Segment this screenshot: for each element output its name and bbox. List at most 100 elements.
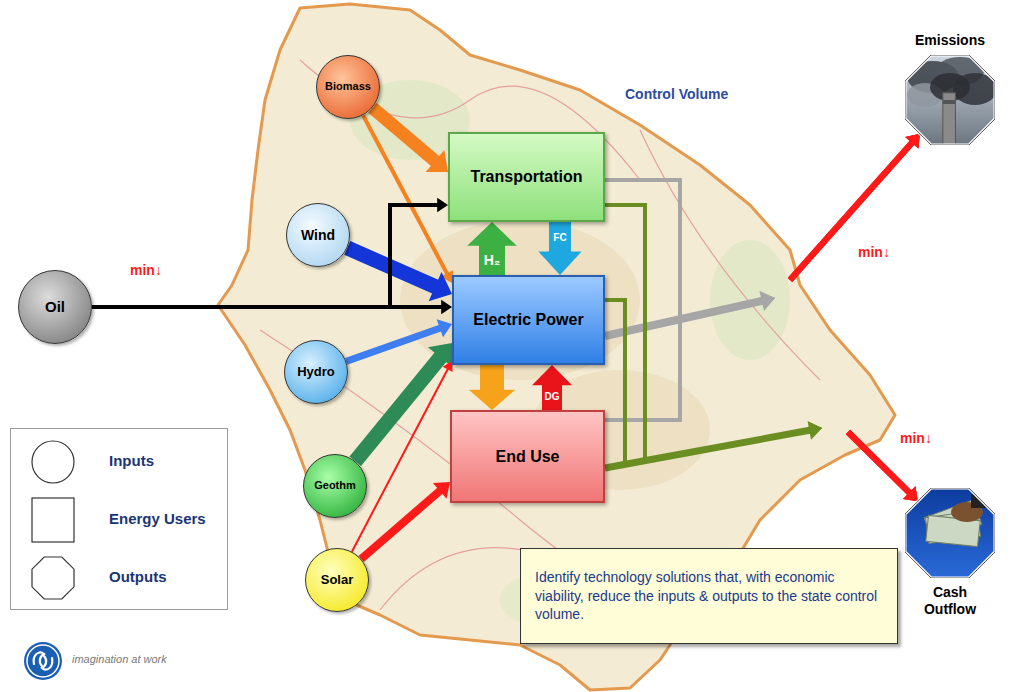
flow-arrow — [605, 421, 918, 501]
flow-arrow — [605, 300, 918, 501]
flow-line — [790, 142, 913, 280]
energy-user-box: End Use — [450, 410, 605, 503]
legend-label: Outputs — [109, 568, 167, 586]
objective-label: min↓ — [900, 430, 932, 447]
legend-shape — [32, 498, 74, 542]
flow-arrow — [605, 134, 920, 420]
company-logo — [22, 640, 64, 682]
legend-row: Energy Users — [11, 493, 227, 547]
input-circle: Oil — [18, 270, 92, 344]
node-label: Geothm — [314, 479, 356, 492]
arrow-head — [433, 482, 450, 499]
logo-ring — [27, 645, 59, 677]
arrow-head — [467, 222, 517, 246]
octagon-outline — [905, 488, 995, 578]
arrow-head — [538, 252, 581, 275]
cash-icon — [905, 488, 995, 578]
node-label: Electric Power — [473, 310, 583, 329]
legend-box: InputsEnergy UsersOutputs — [10, 428, 228, 610]
flow-arrow — [92, 198, 448, 307]
flow-line — [549, 222, 571, 253]
flow-arrow — [372, 108, 448, 172]
output-octagon: Cash Outflow — [895, 488, 1005, 618]
legend-sample — [25, 493, 81, 547]
arrow-head — [808, 421, 822, 440]
arrow-head — [437, 198, 448, 212]
input-circle: Biomass — [316, 55, 380, 119]
edge-label: H₂ — [482, 252, 502, 268]
node-label: Wind — [301, 227, 335, 244]
note-text: Identify technology solutions that, with… — [535, 568, 883, 625]
node-label: Hydro — [297, 364, 335, 380]
node-label: End Use — [495, 447, 559, 466]
arrow-head — [763, 293, 775, 307]
flow-arrow — [469, 365, 515, 410]
octagon-outline — [905, 55, 995, 145]
energy-user-box: Electric Power — [452, 275, 605, 365]
flow-line — [92, 205, 439, 307]
octagon-outline — [905, 488, 995, 578]
flow-line — [480, 365, 504, 391]
objective-label: min↓ — [858, 244, 890, 261]
flow-line — [605, 205, 813, 461]
legend-shape — [32, 557, 74, 599]
legend-sample — [25, 551, 81, 605]
chimney — [943, 93, 956, 145]
arrow-head — [903, 486, 918, 501]
flow-arrow — [538, 222, 581, 275]
emissions-icon — [905, 55, 995, 145]
arrow-head — [426, 150, 448, 172]
flow-line — [605, 300, 813, 464]
region-label: Control Volume — [625, 86, 728, 103]
flow-arrow — [347, 248, 452, 301]
arrow-head — [469, 390, 515, 410]
node-label: Transportation — [470, 167, 582, 186]
flow-line — [355, 356, 441, 461]
legend-shape — [32, 441, 74, 483]
flow-line — [361, 490, 441, 559]
flow-arrow — [605, 134, 920, 336]
input-circle: Hydro — [284, 340, 348, 404]
backdrop — [905, 488, 995, 578]
flow-arrow — [532, 365, 572, 410]
octagon-outline — [905, 55, 995, 145]
flow-arrow — [605, 134, 920, 318]
input-circle: Geothm — [303, 454, 367, 518]
node-label: Cash Outflow — [910, 584, 990, 618]
flow-arrow — [92, 300, 452, 314]
legend-row: Inputs — [11, 435, 227, 489]
arrow-head — [429, 272, 452, 301]
node-label: Emissions — [915, 32, 985, 49]
input-circle: Solar — [305, 548, 369, 612]
arrow-head — [441, 300, 452, 314]
flow-line — [605, 180, 766, 318]
flow-line — [790, 142, 913, 280]
chimney-band — [943, 100, 956, 104]
arrow-head — [437, 319, 452, 337]
road-line — [640, 130, 820, 380]
legend-row: Outputs — [11, 551, 227, 605]
flow-line — [363, 115, 448, 275]
energy-user-box: Transportation — [448, 132, 605, 222]
legend-label: Energy Users — [109, 510, 206, 528]
flow-line — [92, 305, 443, 309]
note-box: Identify technology solutions that, with… — [520, 548, 898, 644]
legend-label: Inputs — [109, 452, 154, 470]
flow-line — [542, 384, 562, 410]
flow-arrow — [605, 205, 918, 501]
legend-sample — [25, 435, 81, 489]
flow-line — [346, 328, 441, 362]
flow-line — [605, 430, 811, 468]
arrow-head — [532, 365, 572, 385]
node-label: Solar — [321, 572, 354, 588]
tagline-text: imagination at work — [72, 653, 167, 666]
flow-arrow — [361, 482, 450, 559]
output-octagon: Emissions — [895, 32, 1005, 145]
edge-label: min↓ — [128, 262, 164, 278]
arrow-head — [905, 134, 920, 149]
flow-arrow — [467, 222, 517, 275]
logo-disc — [24, 642, 62, 680]
logo-swirl — [34, 652, 53, 669]
edge-label: FC — [551, 232, 568, 244]
